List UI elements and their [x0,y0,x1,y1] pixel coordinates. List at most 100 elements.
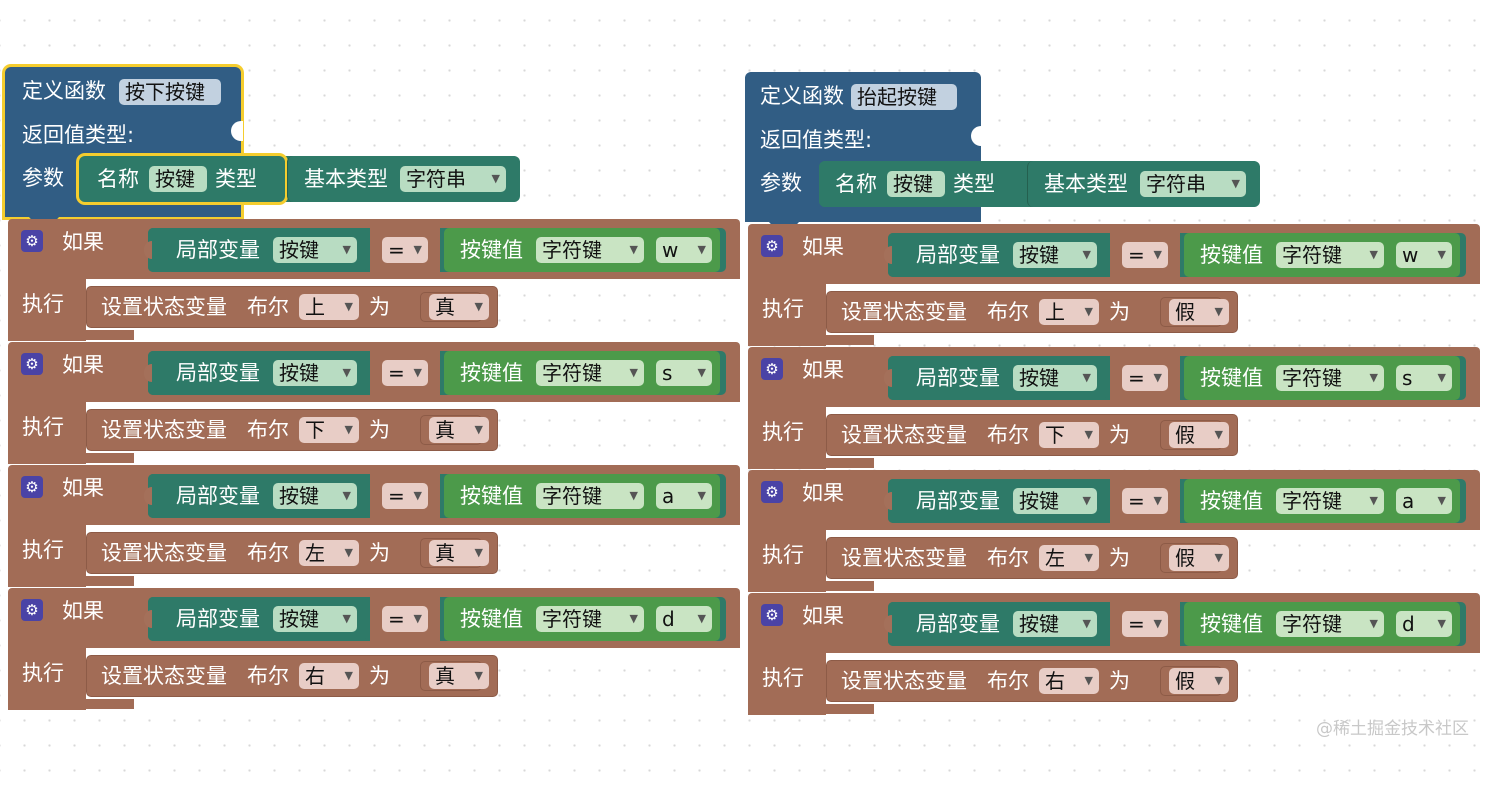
local-variable-dropdown[interactable]: 按键▼ [273,483,357,509]
key-type-dropdown[interactable]: 字符键▼ [1276,242,1384,268]
key-type-dropdown[interactable]: 字符键▼ [1276,365,1384,391]
set-state-variable-block[interactable]: 设置状态变量布尔右▼为真▼ [86,655,498,697]
function-name-field[interactable]: 抬起按键 [851,84,957,110]
set-state-variable-block[interactable]: 设置状态变量布尔上▼为假▼ [826,291,1238,333]
key-value-block[interactable]: 按键值字符键▼w▼ [444,228,720,272]
gear-icon[interactable]: ⚙ [761,604,783,626]
set-state-variable-block[interactable]: 设置状态变量布尔右▼为假▼ [826,660,1238,702]
key-char-dropdown[interactable]: a▼ [656,483,712,509]
state-variable-dropdown[interactable]: 左▼ [299,540,359,566]
boolean-block[interactable]: 真▼ [420,292,489,322]
key-type-dropdown[interactable]: 字符键▼ [536,360,644,386]
if-block[interactable]: ⚙如果局部变量按键▼=▼按键值字符键▼a▼执行设置状态变量布尔左▼为假▼ [748,470,1480,592]
condition-block[interactable]: 局部变量按键▼=▼按键值字符键▼w▼ [884,233,1466,277]
key-value-block[interactable]: 按键值字符键▼a▼ [1184,479,1460,523]
param-name-block[interactable]: 名称 按键 类型 [819,161,1025,207]
boolean-block[interactable]: 真▼ [420,415,489,445]
function-name-field[interactable]: 按下按键 [119,79,221,105]
condition-block[interactable]: 局部变量按键▼ =▼ 按键值字符键▼w▼ [144,228,726,272]
local-variable-dropdown[interactable]: 按键▼ [273,237,357,263]
boolean-block[interactable]: 真▼ [420,661,489,691]
compare-op-block[interactable]: =▼ [1110,356,1180,400]
compare-op-block[interactable]: =▼ [1110,479,1180,523]
compare-op-block[interactable]: =▼ [1110,233,1180,277]
param-name-block[interactable]: 名称 按键 类型 [79,156,285,202]
local-variable-block[interactable]: 局部变量按键▼ [144,597,366,641]
local-variable-dropdown[interactable]: 按键▼ [1013,611,1097,637]
gear-icon[interactable]: ⚙ [21,599,43,621]
compare-op-block[interactable]: =▼ [370,474,440,518]
key-char-dropdown[interactable]: w▼ [656,237,712,263]
condition-block[interactable]: 局部变量按键▼=▼按键值字符键▼a▼ [144,474,726,518]
compare-op-dropdown[interactable]: =▼ [1122,488,1168,514]
key-char-dropdown[interactable]: s▼ [1396,365,1452,391]
state-variable-dropdown[interactable]: 右▼ [1039,668,1099,694]
local-variable-dropdown[interactable]: 按键▼ [1013,488,1097,514]
compare-op-block[interactable]: =▼ [370,351,440,395]
set-state-variable-block[interactable]: 设置状态变量布尔上▼为真▼ [86,286,498,328]
compare-op-dropdown[interactable]: =▼ [1122,611,1168,637]
key-value-block[interactable]: 按键值字符键▼s▼ [1184,356,1460,400]
key-char-dropdown[interactable]: a▼ [1396,488,1452,514]
gear-icon[interactable]: ⚙ [761,235,783,257]
boolean-dropdown[interactable]: 假▼ [1169,422,1229,448]
gear-icon[interactable]: ⚙ [761,358,783,380]
param-name-field[interactable]: 按键 [887,171,945,197]
if-block[interactable]: ⚙如果局部变量按键▼=▼按键值字符键▼d▼执行设置状态变量布尔右▼为真▼ [8,588,740,710]
condition-block[interactable]: 局部变量按键▼=▼按键值字符键▼s▼ [144,351,726,395]
compare-op-dropdown[interactable]: =▼ [382,606,428,632]
compare-op-dropdown[interactable]: =▼ [382,237,428,263]
local-variable-dropdown[interactable]: 按键▼ [1013,365,1097,391]
state-variable-dropdown[interactable]: 下▼ [1039,422,1099,448]
boolean-dropdown[interactable]: 假▼ [1169,299,1229,325]
key-value-block[interactable]: 按键值字符键▼w▼ [1184,233,1460,277]
boolean-block[interactable]: 假▼ [1160,297,1229,327]
base-type-dropdown[interactable]: 字符串▼ [400,166,506,192]
compare-op-block[interactable]: =▼ [370,597,440,641]
local-variable-block[interactable]: 局部变量按键▼ [884,233,1106,277]
local-variable-block[interactable]: 局部变量按键▼ [884,356,1106,400]
key-value-block[interactable]: 按键值字符键▼s▼ [444,351,720,395]
local-variable-dropdown[interactable]: 按键▼ [273,606,357,632]
key-char-dropdown[interactable]: d▼ [656,606,712,632]
local-variable-block[interactable]: 局部变量按键▼ [144,228,366,272]
if-block[interactable]: ⚙如果局部变量按键▼=▼按键值字符键▼d▼执行设置状态变量布尔右▼为假▼ [748,593,1480,715]
base-type-dropdown[interactable]: 字符串▼ [1140,171,1246,197]
gear-icon[interactable]: ⚙ [21,353,43,375]
boolean-block[interactable]: 假▼ [1160,543,1229,573]
compare-op-dropdown[interactable]: =▼ [382,360,428,386]
state-variable-dropdown[interactable]: 右▼ [299,663,359,689]
boolean-dropdown[interactable]: 真▼ [429,540,489,566]
boolean-dropdown[interactable]: 假▼ [1169,545,1229,571]
key-char-dropdown[interactable]: d▼ [1396,611,1452,637]
param-block[interactable]: 名称 按键 类型 基本类型 字符串▼ [819,161,1260,207]
compare-op-dropdown[interactable]: =▼ [1122,242,1168,268]
gear-icon[interactable]: ⚙ [21,230,43,252]
state-variable-dropdown[interactable]: 上▼ [1039,299,1099,325]
compare-op-block[interactable]: =▼ [1110,602,1180,646]
condition-block[interactable]: 局部变量按键▼ =▼ 按键值字符键▼a▼ [884,479,1466,523]
key-char-dropdown[interactable]: w▼ [1396,242,1452,268]
local-variable-block[interactable]: 局部变量按键▼ [884,602,1106,646]
compare-op-block[interactable]: =▼ [370,228,440,272]
local-variable-block[interactable]: 局部变量按键▼ [884,479,1106,523]
set-state-variable-block[interactable]: 设置状态变量布尔左▼为假▼ [826,537,1238,579]
boolean-block[interactable]: 真▼ [420,538,489,568]
if-block[interactable]: ⚙如果局部变量按键▼=▼按键值字符键▼s▼执行设置状态变量布尔下▼为假▼ [748,347,1480,469]
local-variable-block[interactable]: 局部变量按键▼ [144,474,366,518]
boolean-block[interactable]: 假▼ [1160,420,1229,450]
local-variable-dropdown[interactable]: 按键▼ [1013,242,1097,268]
boolean-dropdown[interactable]: 真▼ [429,294,489,320]
base-type-block[interactable]: 基本类型 字符串▼ [1027,161,1260,207]
compare-op-dropdown[interactable]: =▼ [1122,365,1168,391]
condition-block[interactable]: 局部变量按键▼=▼按键值字符键▼s▼ [884,356,1466,400]
gear-icon[interactable]: ⚙ [21,476,43,498]
state-variable-dropdown[interactable]: 上▼ [299,294,359,320]
state-variable-dropdown[interactable]: 左▼ [1039,545,1099,571]
gear-icon[interactable]: ⚙ [761,481,783,503]
set-state-variable-block[interactable]: 设置状态变量布尔下▼为假▼ [826,414,1238,456]
param-name-field[interactable]: 按键 [149,166,207,192]
boolean-block[interactable]: 假▼ [1160,666,1229,696]
condition-block[interactable]: 局部变量按键▼=▼按键值字符键▼d▼ [144,597,726,641]
function-block-release-key[interactable]: 定义函数 抬起按键 返回值类型: 参数 名称 按键 类型 基本类型 字符串▼ ⚙… [745,72,1485,792]
